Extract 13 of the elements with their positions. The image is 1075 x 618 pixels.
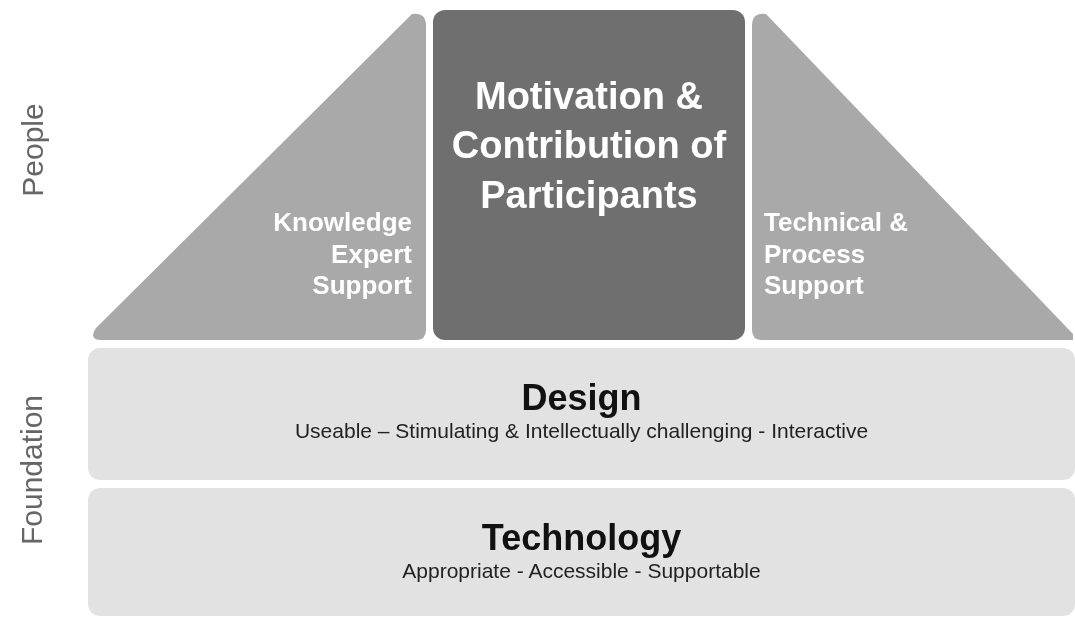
band-title: Design [521, 378, 642, 418]
triangle-panel [752, 12, 1075, 340]
side-label: Foundation [15, 394, 50, 546]
panel-title: Motivation & Contribution of Participants [450, 74, 728, 218]
band-subtitle: Appropriate - Accessible - Supportable [401, 558, 762, 583]
side-label: People [15, 103, 50, 197]
panel-label: Knowledge Expert Support [272, 206, 412, 302]
band-title: Technology [481, 518, 682, 558]
center-panel [433, 10, 745, 340]
panel-label: Technical & Process Support [764, 206, 909, 302]
foundation-band [88, 488, 1075, 616]
foundation-band [88, 348, 1075, 480]
band-subtitle: Useable – Stimulating & Intellectually challenging - Interactive [293, 418, 870, 443]
